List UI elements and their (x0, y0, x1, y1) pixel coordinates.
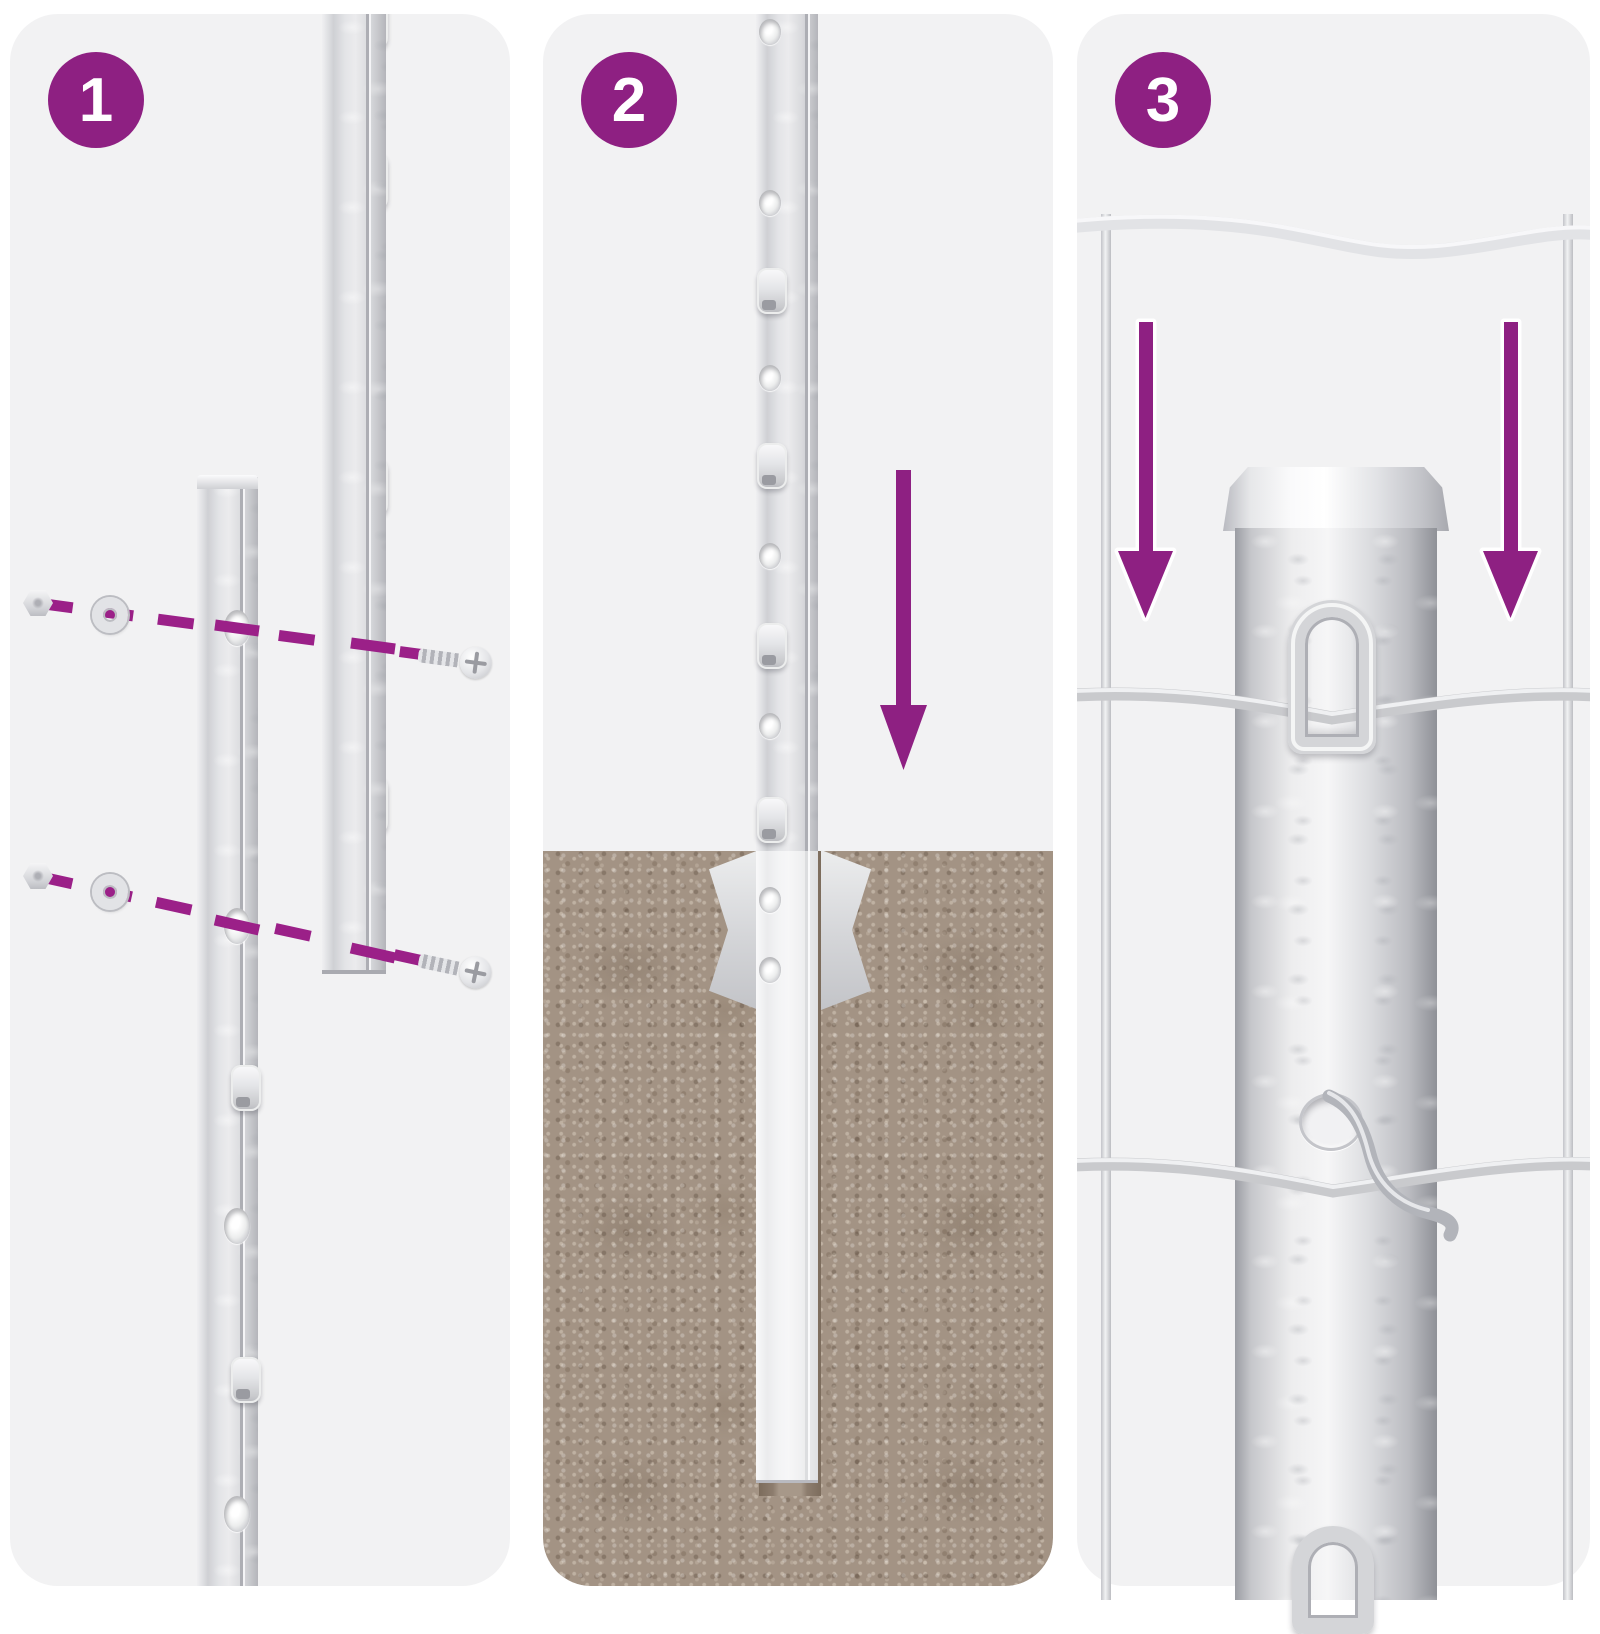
machine-screw (416, 639, 494, 681)
step-2-number: 2 (611, 65, 647, 135)
post-hole (224, 610, 250, 646)
hex-nut (23, 590, 53, 616)
post-hole (759, 543, 781, 569)
down-arrow-shape (880, 470, 927, 770)
post-hole (224, 908, 250, 944)
post-hole (759, 713, 781, 739)
post-tab (231, 1065, 261, 1111)
step-panel-3: 3 (1077, 14, 1590, 1634)
post-hole (224, 1496, 250, 1532)
post-hole (224, 1208, 250, 1244)
screw-shank (417, 648, 459, 668)
bottom-retention-tab (1292, 1526, 1374, 1634)
post-seam (240, 477, 243, 1586)
post-seam (366, 14, 369, 970)
post-tab (231, 1357, 261, 1403)
square-post-cap (1223, 467, 1449, 531)
vertical-wire-left (1101, 214, 1111, 1600)
step-2-badge: 2 (581, 52, 677, 148)
dash-stubs (213, 619, 397, 964)
top-wavy-wire (1077, 214, 1590, 260)
wire-retention-tab (1288, 600, 1376, 754)
galvanized-texture (197, 477, 258, 1586)
step-3-badge: 3 (1115, 52, 1211, 148)
vertical-wire-right (1563, 214, 1573, 1600)
post-tab (757, 443, 787, 489)
post-tab (757, 268, 787, 314)
post-hole (759, 19, 781, 45)
machine-screw (415, 945, 495, 992)
galvanized-texture (322, 14, 386, 970)
post-hole (759, 190, 781, 216)
washer (92, 597, 128, 633)
installation-steps-diagram: 1 (0, 0, 1600, 1600)
step-1-number: 1 (78, 65, 114, 135)
step-panel-1: 1 (10, 14, 510, 1586)
post-tab (757, 623, 787, 669)
t-post (756, 14, 818, 1483)
assembly-dashed-lines (35, 597, 457, 974)
screw-head (456, 953, 495, 992)
washer (92, 874, 128, 910)
step-1-badge: 1 (48, 52, 144, 148)
step-3-number: 3 (1145, 65, 1181, 135)
down-arrow-right (1479, 318, 1542, 622)
post-top-cap (197, 475, 258, 489)
post-seam (805, 14, 808, 1480)
post-underground-part (756, 851, 818, 1480)
step-panel-2: 2 (543, 14, 1053, 1586)
down-arrow-left (1114, 318, 1177, 622)
post-tab (757, 797, 787, 843)
top-wire-highlight (1077, 214, 1590, 250)
post-hole (759, 887, 781, 913)
post-round-hole (1299, 1093, 1363, 1151)
screw-shank (417, 953, 460, 976)
screw-head (457, 644, 494, 681)
u-post-front (197, 477, 258, 1586)
post-hole (759, 365, 781, 391)
hex-nut (23, 863, 53, 889)
post-hole (759, 957, 781, 983)
u-post-back (322, 14, 386, 974)
